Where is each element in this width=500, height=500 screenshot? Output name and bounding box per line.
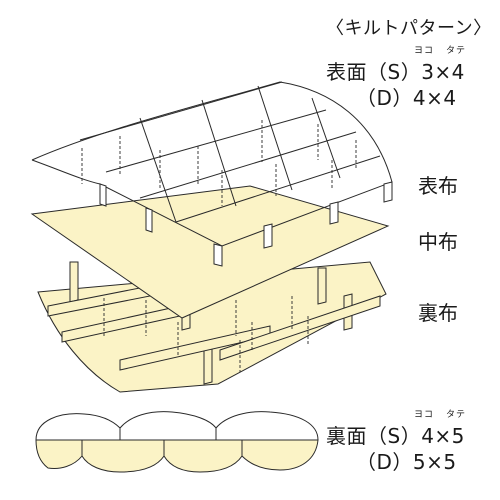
- top-spec-single: 表面（S）3×4: [326, 60, 465, 84]
- top-divider: [263, 223, 273, 249]
- layer-label-top: 表布: [418, 174, 458, 198]
- top-divider: [329, 201, 339, 225]
- layer-label-middle: 中布: [418, 230, 458, 254]
- top-spec-double: （D）4×4: [356, 86, 457, 110]
- top-fabric: [31, 81, 393, 267]
- back-strip: [219, 295, 381, 361]
- bottom-ruby-tate: タテ: [446, 410, 467, 420]
- bottom-ruby-yoko: ヨコ: [414, 410, 435, 420]
- top-fabric-stitches: [81, 120, 357, 206]
- top-divider: [99, 183, 107, 207]
- top-ruby-yoko: ヨコ: [414, 46, 435, 56]
- layer-label-back: 裏布: [418, 301, 458, 325]
- top-divider: [213, 243, 223, 267]
- quilt-cross-section: [35, 411, 319, 473]
- diagram-title: 〈キルトパターン〉: [326, 18, 492, 39]
- back-wall: [317, 267, 327, 305]
- bottom-spec-double: （D）5×5: [356, 450, 457, 474]
- top-fabric-dividers: [99, 181, 393, 267]
- top-ruby-tate: タテ: [446, 46, 467, 56]
- back-fabric: [37, 261, 387, 393]
- back-wall: [69, 261, 79, 303]
- top-fabric-grid: [79, 81, 381, 223]
- back-fabric-stitches: [103, 296, 309, 372]
- cross-section-lower-fill: [35, 439, 319, 473]
- back-wall: [203, 347, 213, 385]
- back-fabric-strips: [47, 285, 381, 371]
- cross-section-seams: [81, 428, 243, 456]
- top-divider: [145, 207, 153, 233]
- top-divider: [383, 181, 393, 203]
- cross-section-upper: [35, 411, 319, 441]
- bottom-spec-single: 裏面（S）4×5: [326, 424, 465, 448]
- middle-fabric: [30, 185, 390, 319]
